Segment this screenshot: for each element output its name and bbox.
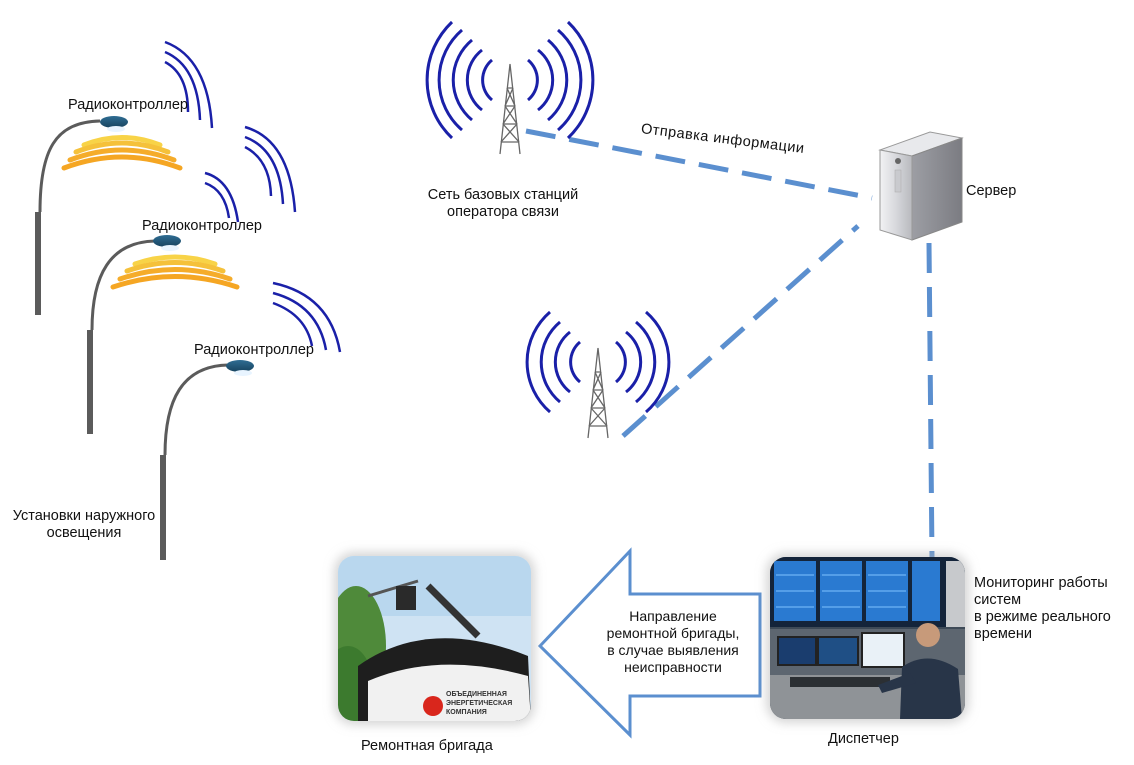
link-tower2-server	[621, 224, 860, 438]
repair-team-photo: ОБЪЕДИНЕННАЯ ЭНЕРГЕТИЧЕСКАЯ КОМПАНИЯ	[338, 556, 531, 721]
monitoring-caption-line1: Мониторинг работы	[974, 575, 1108, 591]
link-tower1-server	[525, 128, 873, 201]
monitoring-caption: Мониторинг работы систем в режиме реальн…	[974, 575, 1111, 643]
arrow-caption-line4: неисправности	[624, 659, 722, 675]
truck-logo-text-2: ЭНЕРГЕТИЧЕСКАЯ	[446, 700, 512, 707]
tower-caption-line2: оператора связи	[447, 204, 559, 220]
links	[525, 128, 935, 559]
arrow-caption: Направление ремонтной бригады, в случае …	[594, 608, 752, 676]
base-station-tower-icon	[425, 20, 595, 155]
street-lamp-3	[160, 360, 254, 560]
dispatcher-caption: Диспетчер	[828, 731, 899, 747]
server-icon	[878, 131, 964, 241]
monitoring-caption-line2: систем	[974, 592, 1022, 608]
truck-logo-text-3: КОМПАНИЯ	[446, 709, 487, 716]
lighting-caption-line2: освещения	[46, 525, 122, 541]
base-station-tower-icon-2	[525, 310, 671, 439]
tower-caption: Сеть базовых станций оператора связи	[418, 187, 588, 221]
lighting-caption: Установки наружного освещения	[0, 508, 168, 542]
truck-logo-text-1: ОБЪЕДИНЕННАЯ	[446, 691, 507, 698]
dispatcher-photo	[770, 557, 965, 719]
street-lamp-1	[35, 40, 297, 315]
arrow-caption-line3: в случае выявления	[607, 642, 739, 658]
repair-team-caption: Ремонтная бригада	[361, 738, 493, 754]
arrow-caption-line1: Направление	[629, 608, 717, 624]
link-server-dispatcher	[926, 242, 935, 559]
radio-controller-label-2: Радиоконтроллер	[142, 218, 262, 234]
tower-caption-line1: Сеть базовых станций	[427, 187, 579, 203]
arrow-caption-line2: ремонтной бригады,	[606, 625, 740, 641]
monitoring-caption-line4: времени	[974, 626, 1032, 642]
lighting-caption-line1: Установки наружного	[12, 508, 156, 524]
dispatch-arrow	[537, 547, 762, 739]
server-label: Сервер	[966, 183, 1017, 199]
radio-controller-label-1: Радиоконтроллер	[68, 97, 188, 113]
monitoring-caption-line3: в режиме реального	[974, 609, 1111, 625]
radio-controller-label-3: Радиоконтроллер	[194, 342, 314, 358]
street-lamp-2	[87, 235, 342, 434]
